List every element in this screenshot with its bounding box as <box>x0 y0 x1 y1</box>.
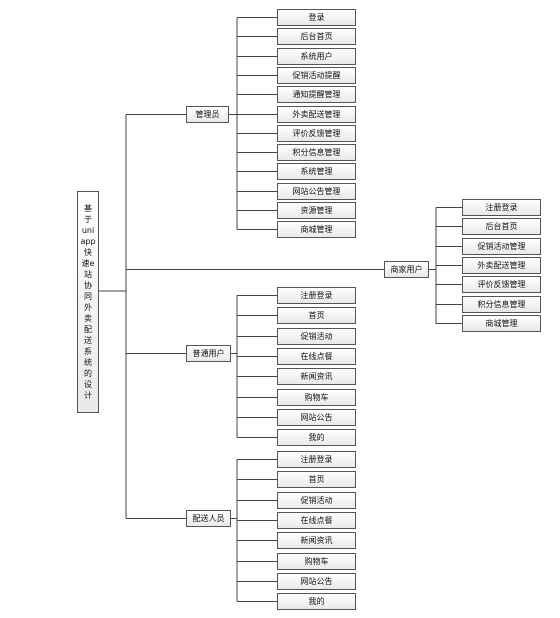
root-title-line: 外 <box>84 303 92 312</box>
courier-child-node: 新闻资讯 <box>277 532 356 549</box>
root-node: 基于 uni app 快速e 站协同外卖配送系统的设计 <box>77 191 99 413</box>
user-child-node: 促销活动 <box>277 328 356 345</box>
merchant-child-node: 积分信息管理 <box>462 296 541 313</box>
courier-child-node: 促销活动 <box>277 492 356 509</box>
courier-child-node: 在线点餐 <box>277 512 356 529</box>
root-title-line: 送 <box>84 336 92 345</box>
courier-child-node: 首页 <box>277 471 356 488</box>
merchant-child-node: 商城管理 <box>462 315 541 332</box>
admin-child-node: 资源管理 <box>277 202 356 219</box>
merchant-child-node: 后台首页 <box>462 218 541 235</box>
root-title-line: 卖 <box>84 314 92 323</box>
root-title-line: 计 <box>84 391 92 400</box>
courier-child-node: 购物车 <box>277 553 356 570</box>
admin-child-node: 积分信息管理 <box>277 144 356 161</box>
branch-node-admin: 管理员 <box>186 106 229 123</box>
root-title-line: 于 <box>84 215 92 224</box>
merchant-child-node: 促销活动管理 <box>462 238 541 255</box>
admin-child-node: 网站公告管理 <box>277 183 356 200</box>
courier-child-node: 注册登录 <box>277 451 356 468</box>
merchant-child-node: 外卖配送管理 <box>462 257 541 274</box>
root-title-line: 配 <box>84 325 92 334</box>
merchant-child-node: 注册登录 <box>462 199 541 216</box>
user-child-node: 网站公告 <box>277 409 356 426</box>
user-child-node: 新闻资讯 <box>277 368 356 385</box>
admin-child-node: 外卖配送管理 <box>277 106 356 123</box>
user-child-node: 购物车 <box>277 389 356 406</box>
admin-child-node: 登录 <box>277 9 356 26</box>
merchant-child-node: 评价反馈管理 <box>462 276 541 293</box>
user-child-node: 首页 <box>277 307 356 324</box>
root-title-line: 的 <box>84 369 92 378</box>
root-title-line: 统 <box>84 358 92 367</box>
root-title-line: 快 <box>84 248 92 257</box>
user-child-node: 在线点餐 <box>277 348 356 365</box>
root-title-line: 速e <box>81 259 95 268</box>
courier-child-node: 我的 <box>277 593 356 610</box>
root-title-line: 基 <box>84 204 92 213</box>
root-title-line: 站 <box>84 270 92 279</box>
branch-node-courier: 配送人员 <box>186 510 231 527</box>
admin-child-node: 通知提醒管理 <box>277 86 356 103</box>
root-title-line: 系 <box>84 347 92 356</box>
admin-child-node: 商城管理 <box>277 221 356 238</box>
admin-child-node: 系统用户 <box>277 48 356 65</box>
user-child-node: 注册登录 <box>277 287 356 304</box>
root-title-line: app <box>80 237 96 246</box>
user-child-node: 我的 <box>277 429 356 446</box>
root-title-line: 同 <box>84 292 92 301</box>
admin-child-node: 后台首页 <box>277 28 356 45</box>
root-title-line: uni <box>81 226 95 235</box>
root-title-line: 协 <box>84 281 92 290</box>
root-title-line: 设 <box>84 380 92 389</box>
admin-child-node: 促销活动提醒 <box>277 67 356 84</box>
branch-node-merchant: 商家用户 <box>384 261 429 278</box>
admin-child-node: 评价反馈管理 <box>277 125 356 142</box>
courier-child-node: 网站公告 <box>277 573 356 590</box>
branch-node-user: 普通用户 <box>186 345 231 362</box>
admin-child-node: 系统管理 <box>277 163 356 180</box>
